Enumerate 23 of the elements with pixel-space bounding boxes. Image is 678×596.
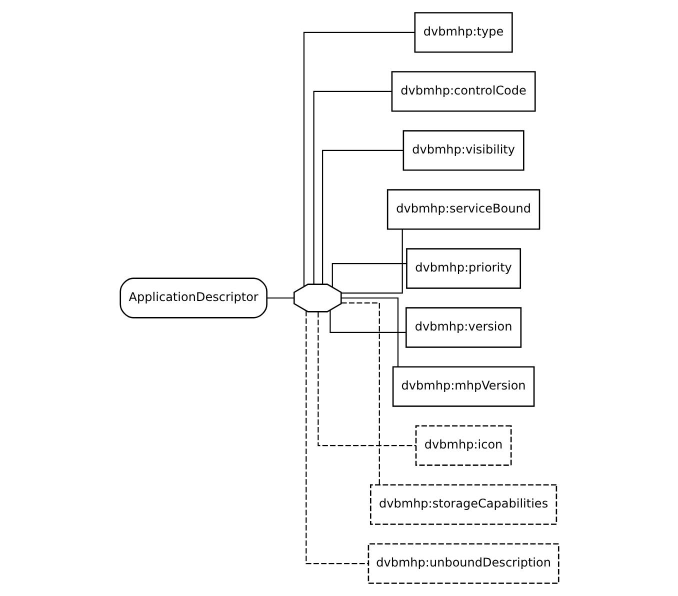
node-box: dvbmhp:type — [414, 12, 512, 53]
connector — [340, 297, 398, 366]
connector — [266, 297, 294, 299]
connector — [317, 312, 416, 446]
node-box: dvbmhp:mhpVersion — [392, 366, 534, 407]
node-box: dvbmhp:unboundDescription — [367, 543, 559, 584]
connector — [302, 32, 414, 287]
node-box: dvbmhp:storageCapabilities — [370, 484, 557, 525]
node-box: dvbmhp:priority — [406, 248, 521, 289]
node-box: dvbmhp:controlCode — [390, 71, 536, 112]
node-box: dvbmhp:icon — [414, 425, 512, 466]
node-box: dvbmhp:version — [405, 307, 522, 348]
connector — [340, 302, 380, 485]
node-box: ApplicationDescriptor — [119, 278, 267, 318]
connector — [331, 263, 406, 288]
connector — [340, 229, 402, 294]
node-box: dvbmhp:serviceBound — [386, 189, 540, 230]
connector — [329, 310, 406, 333]
connector — [322, 150, 403, 284]
node-box: dvbmhp:visibility — [402, 130, 524, 171]
connector — [312, 90, 392, 284]
node-octagon — [293, 284, 342, 312]
connector — [305, 310, 368, 564]
